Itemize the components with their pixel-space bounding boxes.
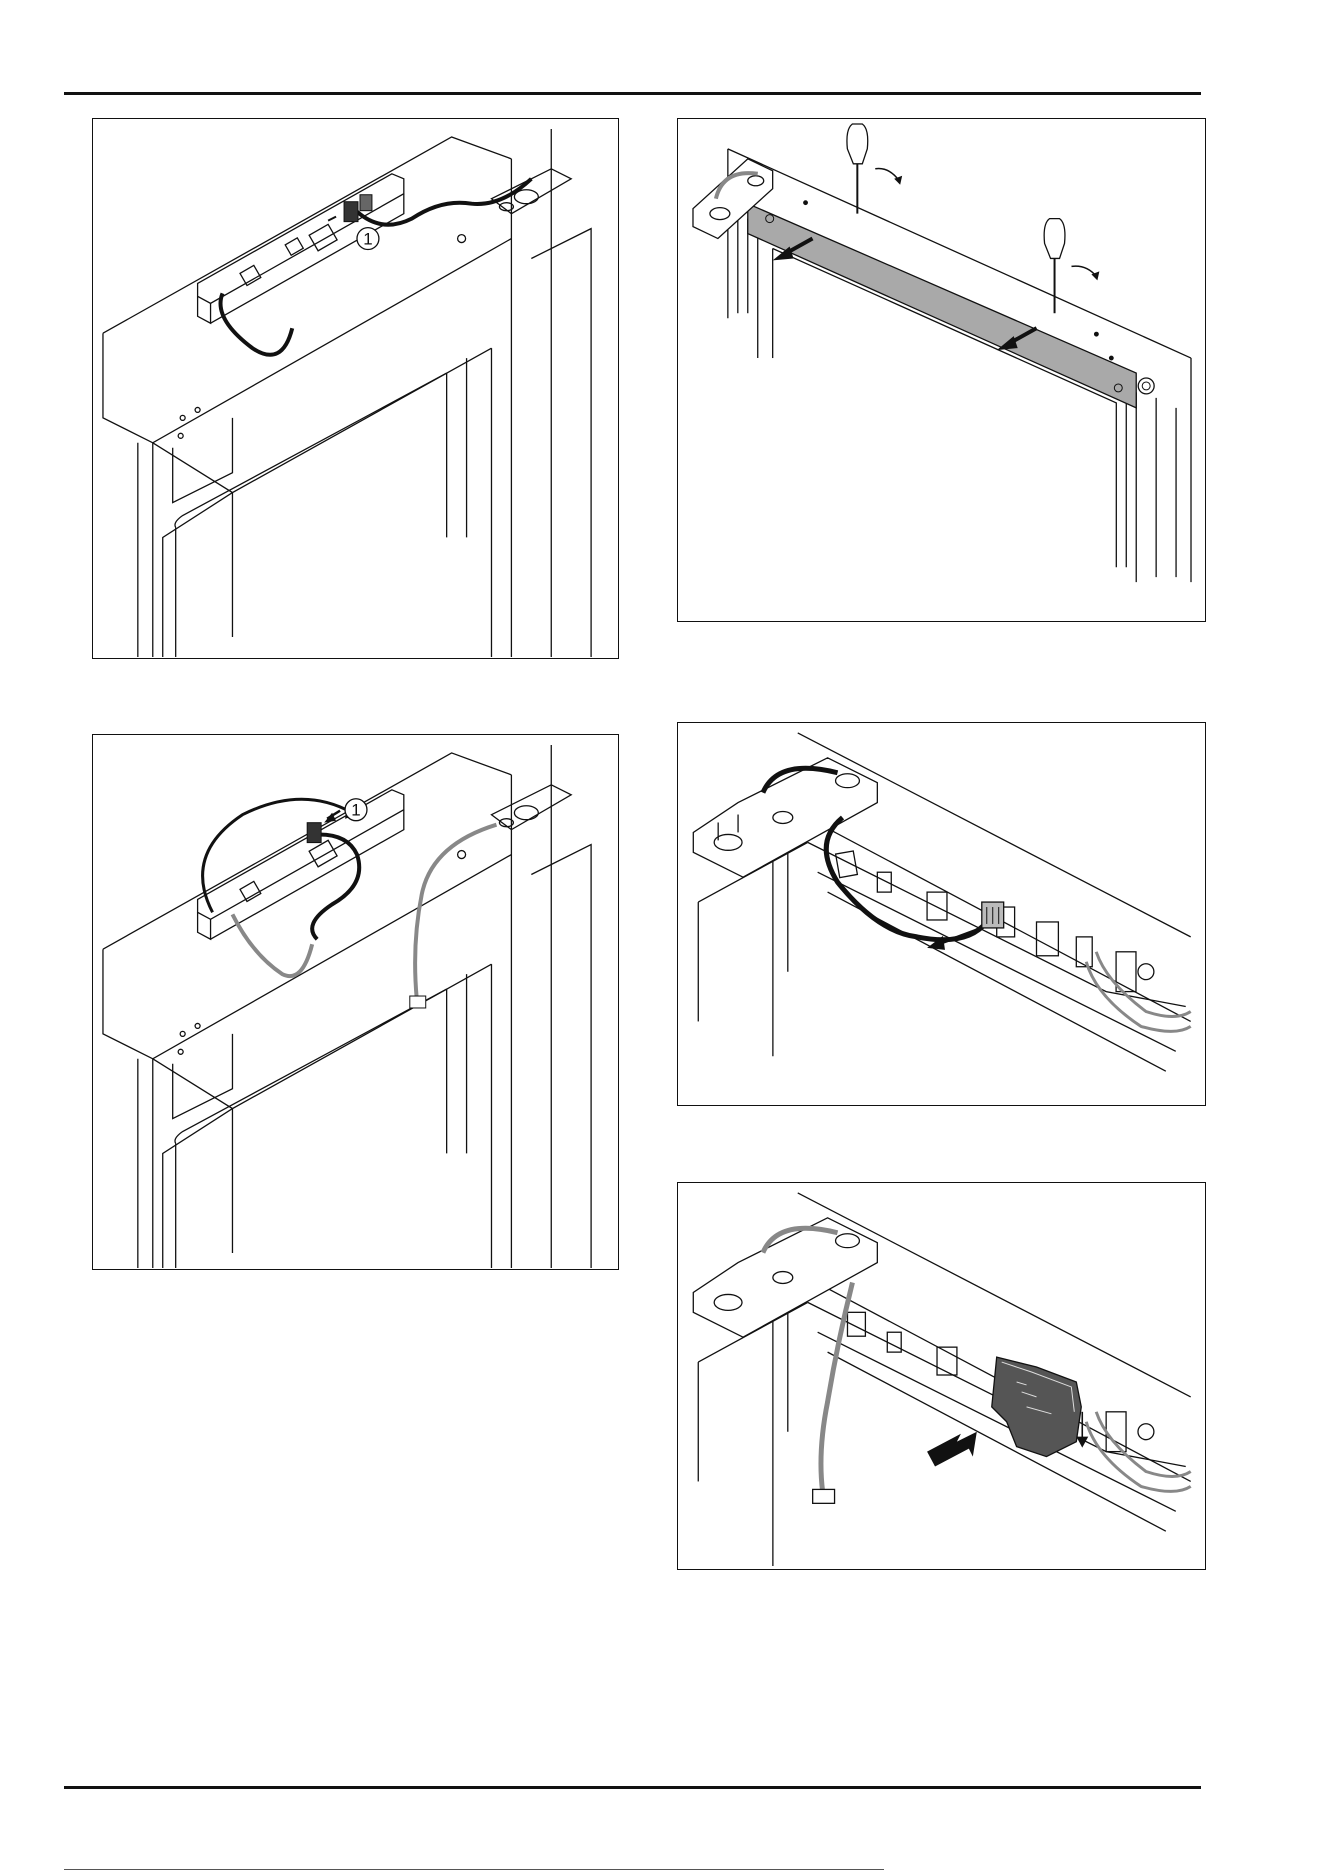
header-rule (64, 92, 1201, 95)
hinge-icon (693, 758, 877, 877)
connector-icon (813, 1489, 835, 1503)
arrow-icon (927, 1432, 977, 1467)
hinge-icon (693, 1218, 877, 1337)
figure-2-illustration (678, 119, 1205, 621)
connector-icon (344, 202, 358, 222)
callout-label: 1 (351, 801, 360, 820)
connector-icon (410, 996, 426, 1008)
control-module (992, 1357, 1082, 1456)
figure-connector-rerouted: 1 (92, 734, 619, 1270)
footer-subrule (64, 1869, 884, 1870)
figure-control-module-removed (677, 1182, 1206, 1570)
figure-cover-strip-pried (677, 118, 1206, 622)
figure-light-module-detached: 1 (92, 118, 619, 659)
figure-hinge-connector-pulled (677, 722, 1206, 1106)
footer-rule (64, 1786, 1201, 1789)
cover-strip (748, 204, 1136, 408)
callout-label: 1 (363, 230, 372, 249)
figure-1-illustration: 1 (93, 119, 618, 658)
figure-3-illustration: 1 (93, 735, 618, 1269)
figure-4-illustration (678, 723, 1205, 1105)
figure-5-illustration (678, 1183, 1205, 1569)
